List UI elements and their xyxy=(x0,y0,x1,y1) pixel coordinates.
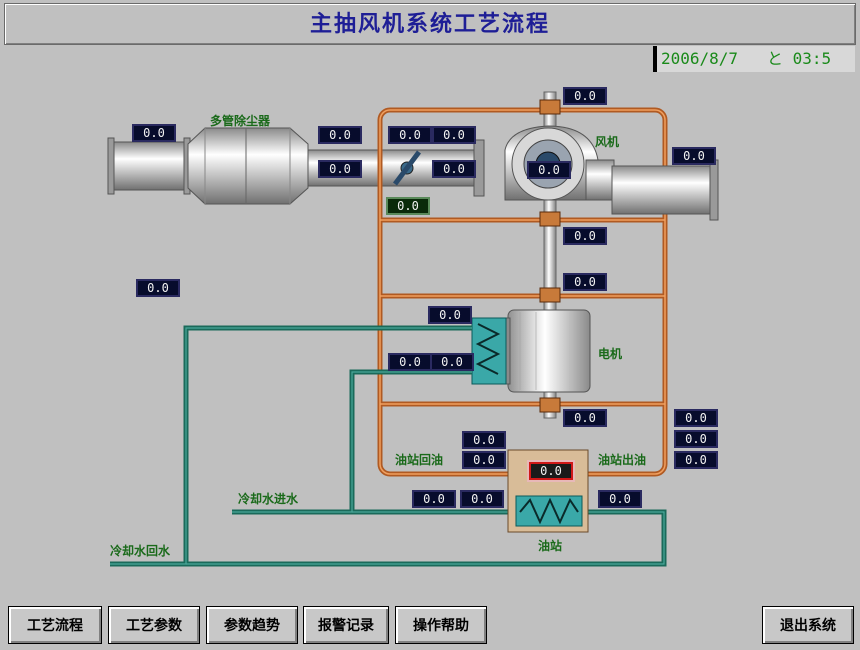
page-title: 主抽风机系统工艺流程 xyxy=(309,11,550,37)
label-cooling-in: 冷却水进水 xyxy=(238,492,299,506)
label-motor: 电机 xyxy=(598,347,623,361)
dust-collector xyxy=(187,127,309,205)
inlet-duct xyxy=(107,137,191,195)
nav-help-button[interactable]: 操作帮助 xyxy=(395,606,487,644)
label-oil-out: 油站出油 xyxy=(598,453,647,467)
label-oil-return: 油站回油 xyxy=(395,453,444,467)
label-cooling-return: 冷却水回水 xyxy=(110,544,171,558)
cooling-water-highlight xyxy=(110,327,665,565)
title-bar: 主抽风机系统工艺流程 xyxy=(4,3,856,45)
reading-oil-return-2: 0.0 xyxy=(462,451,506,469)
oil-station xyxy=(507,449,589,533)
reading-oil-station-1: 0.0 xyxy=(412,490,456,508)
reading-duct-lower: 0.0 xyxy=(318,160,362,178)
reading-right-col-1: 0.0 xyxy=(674,409,718,427)
label-dust-collector: 多管除尘器 xyxy=(210,114,271,128)
reading-left-misc: 0.0 xyxy=(136,279,180,297)
reading-dust-in: 0.0 xyxy=(132,124,176,142)
motor xyxy=(499,309,591,393)
reading-right-col-2: 0.0 xyxy=(674,430,718,448)
reading-duct-upper: 0.0 xyxy=(432,160,476,178)
reading-fan-center: 0.0 xyxy=(527,161,571,179)
reading-oil-station-2: 0.0 xyxy=(460,490,504,508)
nav-process-flow-button[interactable]: 工艺流程 xyxy=(8,606,102,644)
reading-fan-bearing-top: 0.0 xyxy=(563,87,607,105)
damper-valve xyxy=(393,150,421,186)
reading-valve-position: 0.0 xyxy=(386,197,430,215)
reading-right-col-3: 0.0 xyxy=(674,451,718,469)
reading-valve-left: 0.0 xyxy=(388,126,432,144)
motor-cooler xyxy=(471,317,507,385)
reading-fan-bearing-bottom: 0.0 xyxy=(563,227,607,245)
reading-motor-bearing-bottom: 0.0 xyxy=(563,409,607,427)
nav-param-trend-button[interactable]: 参数趋势 xyxy=(206,606,298,644)
reading-dust-out: 0.0 xyxy=(318,126,362,144)
reading-oil-return-1: 0.0 xyxy=(462,431,506,449)
datetime-display: 2006/8/7 と 03:5 xyxy=(653,46,855,72)
reading-motor-bearing-top: 0.0 xyxy=(563,273,607,291)
reading-valve-right: 0.0 xyxy=(432,126,476,144)
label-fan: 风机 xyxy=(595,135,620,149)
reading-oil-tank: 0.0 xyxy=(527,460,575,482)
reading-cooler-top: 0.0 xyxy=(428,306,472,324)
label-oil-station: 油站 xyxy=(538,539,563,553)
nav-process-params-button[interactable]: 工艺参数 xyxy=(108,606,200,644)
outlet-duct xyxy=(611,159,719,221)
reading-oil-station-3: 0.0 xyxy=(598,490,642,508)
reading-cooler-left2: 0.0 xyxy=(430,353,474,371)
nav-alarm-log-button[interactable]: 报警记录 xyxy=(303,606,389,644)
reading-cooler-left1: 0.0 xyxy=(388,353,432,371)
nav-exit-button[interactable]: 退出系统 xyxy=(762,606,854,644)
reading-fan-outlet: 0.0 xyxy=(672,147,716,165)
